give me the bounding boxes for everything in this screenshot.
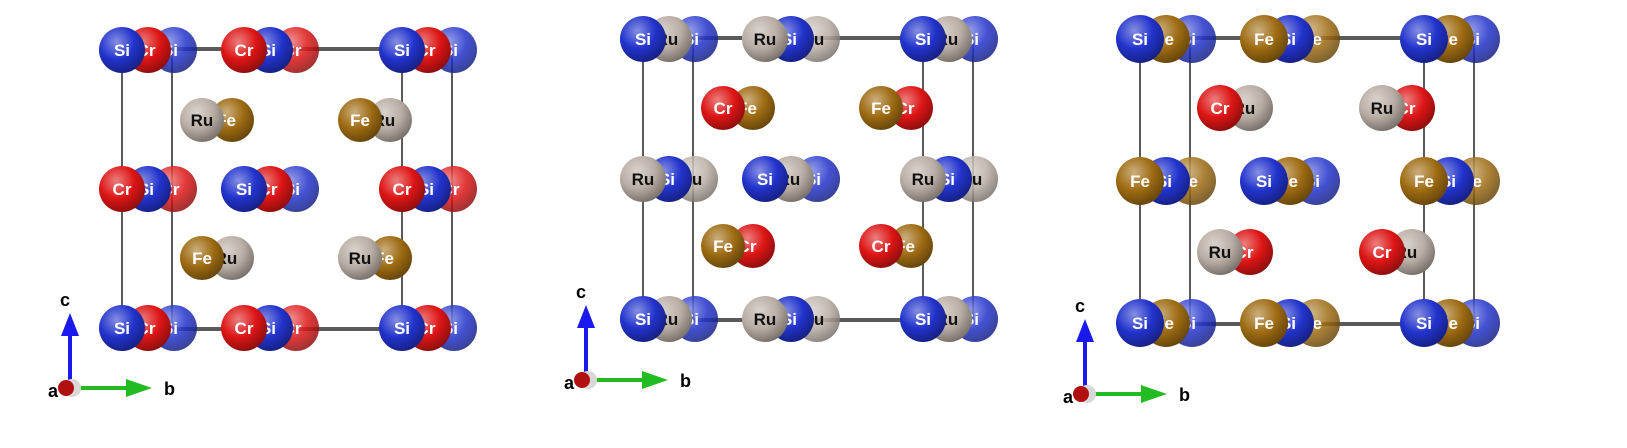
- atom-cr: Cr: [221, 305, 267, 351]
- atom-label: Si: [635, 310, 651, 329]
- atom-ru: Ru: [742, 16, 788, 62]
- atom-fe: Fe: [859, 86, 903, 130]
- atom-ru: Ru: [1197, 229, 1243, 275]
- atom-label: Si: [1416, 30, 1432, 49]
- axis-triad: c b a: [48, 290, 175, 401]
- atom-label: Fe: [192, 249, 212, 268]
- atom-label: Si: [1416, 314, 1432, 333]
- atom-label: Ru: [632, 170, 655, 189]
- atom-si: Si: [1240, 157, 1288, 205]
- b-axis-label: b: [164, 379, 175, 399]
- atom-cr: Cr: [1359, 229, 1405, 275]
- atom-label: Ru: [912, 170, 935, 189]
- atom-fe: Fe: [338, 98, 382, 142]
- atom-cr: Cr: [1197, 85, 1243, 131]
- atom-label: Ru: [1209, 243, 1232, 262]
- atom-ru: Ru: [1359, 85, 1405, 131]
- atom-fe: Fe: [701, 224, 745, 268]
- atom-label: Fe: [350, 111, 370, 130]
- atom-si: Si: [620, 296, 666, 342]
- atom-label: Ru: [349, 249, 372, 268]
- atom-label: Cr: [235, 41, 254, 60]
- atom-label: Cr: [872, 237, 891, 256]
- atom-si: Si: [742, 156, 788, 202]
- unit-cell-panel: SiFeSiSiFeSiSiFeSiSiFeSiFeSiFeFeSiFeFeSi…: [1063, 15, 1500, 407]
- atom-cr: Cr: [859, 224, 903, 268]
- atom-si: Si: [221, 166, 267, 212]
- atom-label: Cr: [1373, 243, 1392, 262]
- atom-label: Si: [1132, 30, 1148, 49]
- axis-triad: c b a: [1063, 296, 1190, 407]
- atom-label: Cr: [235, 319, 254, 338]
- atom-label: Fe: [1414, 172, 1434, 191]
- atom-si: Si: [99, 305, 145, 351]
- atom-fe: Fe: [1240, 299, 1288, 347]
- atom-ru: Ru: [180, 98, 224, 142]
- atom-ru: Ru: [900, 156, 946, 202]
- atom-label: Cr: [1211, 99, 1230, 118]
- unit-cell-panel: SiRuSiSiRuSiSiRuSiSiRuSiRuSiRuRuSiRuRuSi…: [564, 16, 998, 393]
- atom-fe: Fe: [1116, 157, 1164, 205]
- atom-label: Si: [635, 30, 651, 49]
- atom-cr: Cr: [221, 27, 267, 73]
- b-axis-label: b: [680, 371, 691, 391]
- atom-si: Si: [1400, 15, 1448, 63]
- atom-cr: Cr: [701, 86, 745, 130]
- atom-si: Si: [1116, 15, 1164, 63]
- atom-label: Si: [114, 319, 130, 338]
- atom-si: Si: [620, 16, 666, 62]
- atom-label: Si: [757, 170, 773, 189]
- atom-si: Si: [379, 305, 425, 351]
- atom-fe: Fe: [1400, 157, 1448, 205]
- atom-si: Si: [900, 296, 946, 342]
- atom-fe: Fe: [1240, 15, 1288, 63]
- atom-si: Si: [1116, 299, 1164, 347]
- a-axis-label: a: [1063, 387, 1074, 407]
- atom-label: Fe: [1254, 30, 1274, 49]
- atom-label: Cr: [113, 180, 132, 199]
- atom-cr: Cr: [99, 166, 145, 212]
- atom-label: Si: [114, 41, 130, 60]
- atom-label: Fe: [1254, 314, 1274, 333]
- a-axis-label: a: [48, 381, 59, 401]
- atom-label: Si: [1132, 314, 1148, 333]
- atom-label: Ru: [754, 30, 777, 49]
- atom-si: Si: [1400, 299, 1448, 347]
- c-axis-label: c: [60, 290, 70, 310]
- atom-label: Fe: [871, 99, 891, 118]
- atom-label: Fe: [713, 237, 733, 256]
- atom-label: Cr: [714, 99, 733, 118]
- atom-label: Si: [394, 319, 410, 338]
- atom-label: Fe: [1130, 172, 1150, 191]
- atom-label: Cr: [393, 180, 412, 199]
- unit-cell-panel: SiCrSiSiCrSiSiCrSiSiCrSiCrSiCrCrSiCrCrSi…: [48, 27, 477, 401]
- atom-label: Ru: [754, 310, 777, 329]
- atom-label: Ru: [1371, 99, 1394, 118]
- atom-ru: Ru: [338, 236, 382, 280]
- c-axis-label: c: [576, 282, 586, 302]
- atom-label: Si: [915, 310, 931, 329]
- atom-label: Ru: [191, 111, 214, 130]
- atom-label: Si: [394, 41, 410, 60]
- atom-si: Si: [379, 27, 425, 73]
- atom-cr: Cr: [379, 166, 425, 212]
- b-axis-label: b: [1179, 385, 1190, 405]
- atom-fe: Fe: [180, 236, 224, 280]
- a-axis-label: a: [564, 373, 575, 393]
- atom-ru: Ru: [742, 296, 788, 342]
- atom-si: Si: [99, 27, 145, 73]
- atom-label: Si: [915, 30, 931, 49]
- atom-label: Si: [236, 180, 252, 199]
- c-axis-label: c: [1075, 296, 1085, 316]
- axis-triad: c b a: [564, 282, 691, 393]
- atom-ru: Ru: [620, 156, 666, 202]
- atom-si: Si: [900, 16, 946, 62]
- atom-label: Si: [1256, 172, 1272, 191]
